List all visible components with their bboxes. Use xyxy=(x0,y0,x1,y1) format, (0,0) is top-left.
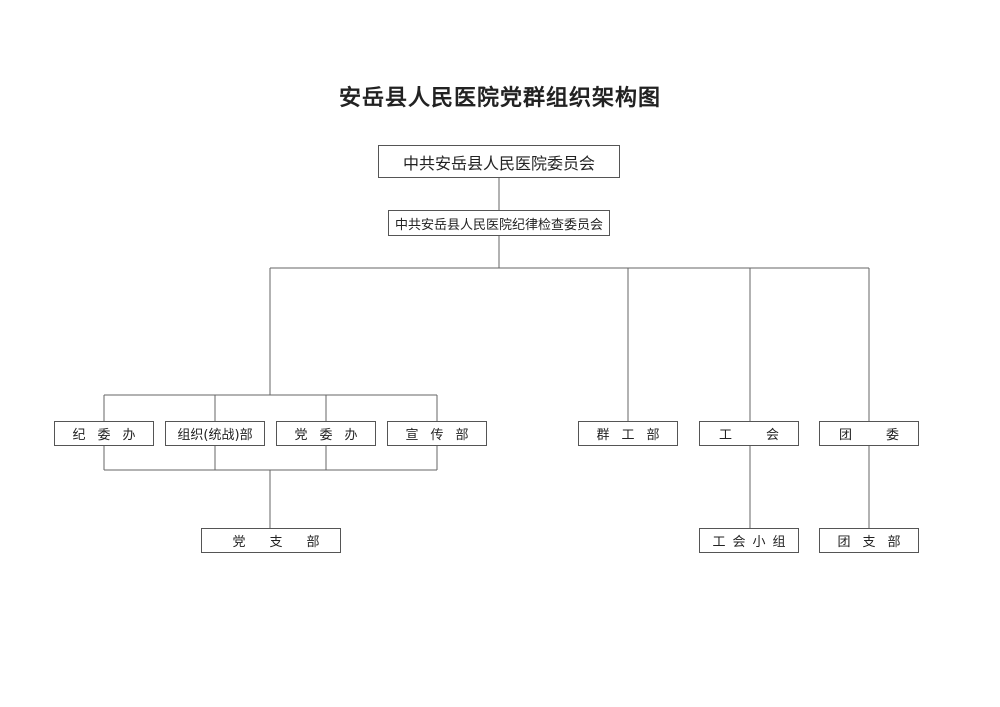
party-office-node: 党委办 xyxy=(276,421,376,446)
mass-work-dept-node: 群工部 xyxy=(578,421,678,446)
mass-work-dept-label: 群工部 xyxy=(596,428,672,443)
trade-union-group-label: 工会小组 xyxy=(712,535,793,550)
page-title: 安岳县人民医院党群组织架构图 xyxy=(338,85,661,111)
party-office-label: 党委办 xyxy=(294,428,370,443)
youth-league-node: 团委 xyxy=(819,421,919,446)
youth-league-label: 团委 xyxy=(839,428,934,443)
trade-union-label: 工会 xyxy=(719,428,814,443)
party-branch-label: 党支部 xyxy=(232,535,344,550)
discipline-office-label: 纪委办 xyxy=(72,428,148,443)
discipline-committee-label: 中共安岳县人民医院纪律检查委员会 xyxy=(394,217,603,233)
organization-dept-node: 组织(统战)部 xyxy=(165,421,265,446)
discipline-committee-node: 中共安岳县人民医院纪律检查委员会 xyxy=(388,210,610,236)
league-branch-node: 团支部 xyxy=(819,528,919,553)
organization-dept-label: 组织(统战)部 xyxy=(177,428,253,443)
party-committee-node: 中共安岳县人民医院委员会 xyxy=(378,145,620,178)
trade-union-node: 工会 xyxy=(699,421,799,446)
party-committee-label: 中共安岳县人民医院委员会 xyxy=(402,153,595,173)
trade-union-group-node: 工会小组 xyxy=(699,528,799,553)
discipline-office-node: 纪委办 xyxy=(54,421,154,446)
publicity-dept-label: 宣传部 xyxy=(405,428,481,443)
party-branch-node: 党支部 xyxy=(201,528,341,553)
league-branch-label: 团支部 xyxy=(837,535,913,550)
publicity-dept-node: 宣传部 xyxy=(387,421,487,446)
